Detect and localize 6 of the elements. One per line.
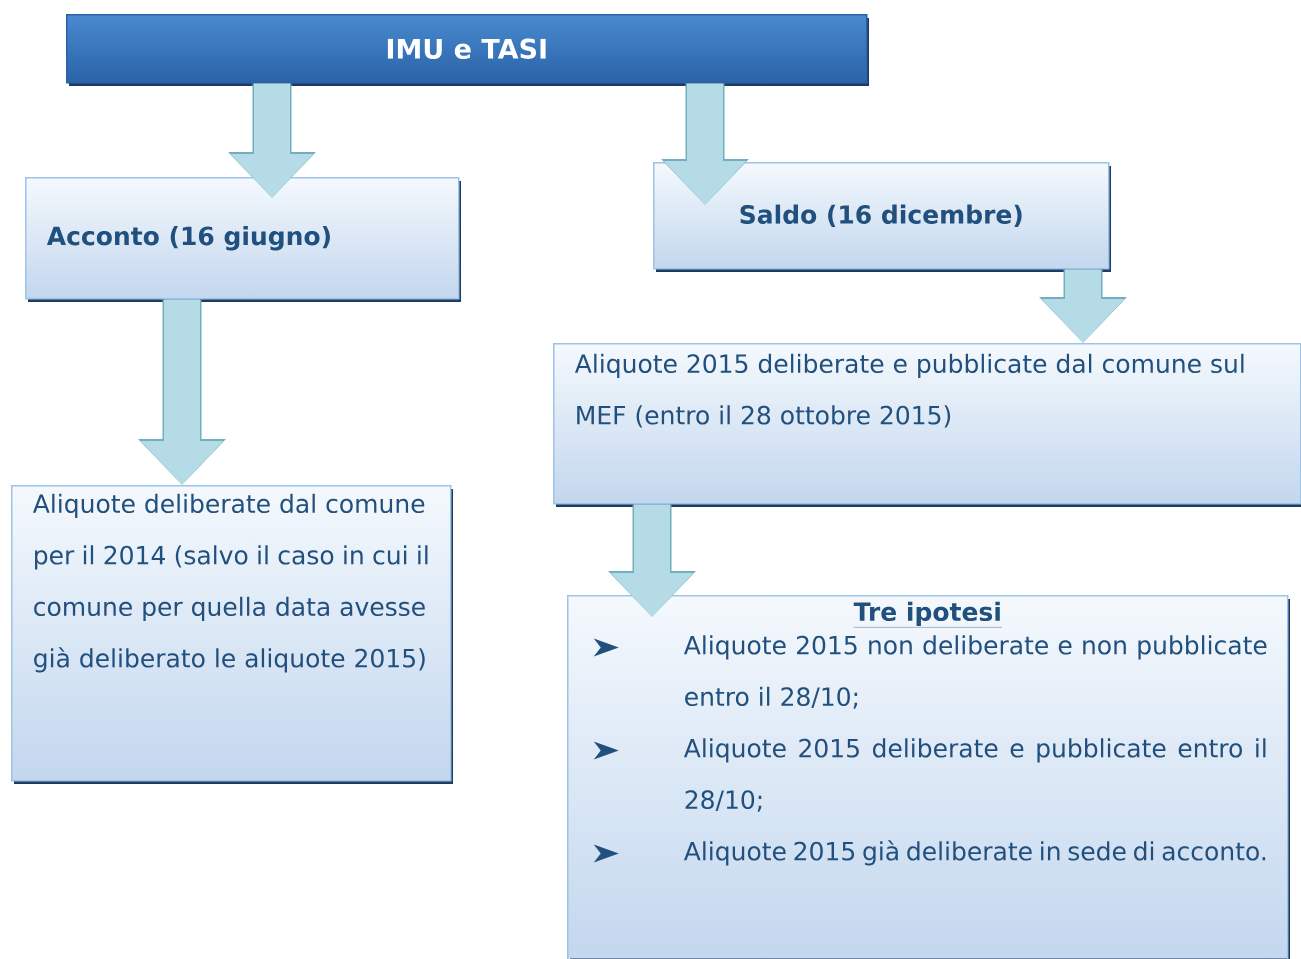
title-bar: IMU e TASI: [66, 14, 869, 86]
heading-box: Acconto (16 giugno): [25, 177, 461, 302]
list-box: Tre ipotesi Aliquote 2015 non deliberate e non pubblicate entro il 28/10; Aliquote 2015 deliberate e pubblicate entro il 28/10; Aliquote 2015 già deliberate in sede di acconto.: [567, 595, 1290, 959]
heading-box: Saldo (16 dicembre): [653, 162, 1111, 272]
text-box: Aliquote 2015 deliberate e pubblicate dal comune sul MEF (entro il 28 ottobre 2015): [553, 343, 1301, 507]
text-box: Aliquote deliberate dal comune per il 2014 (salvo il caso in cui il comune per quella data avesse già deliberato le aliquote 2015): [11, 485, 453, 784]
